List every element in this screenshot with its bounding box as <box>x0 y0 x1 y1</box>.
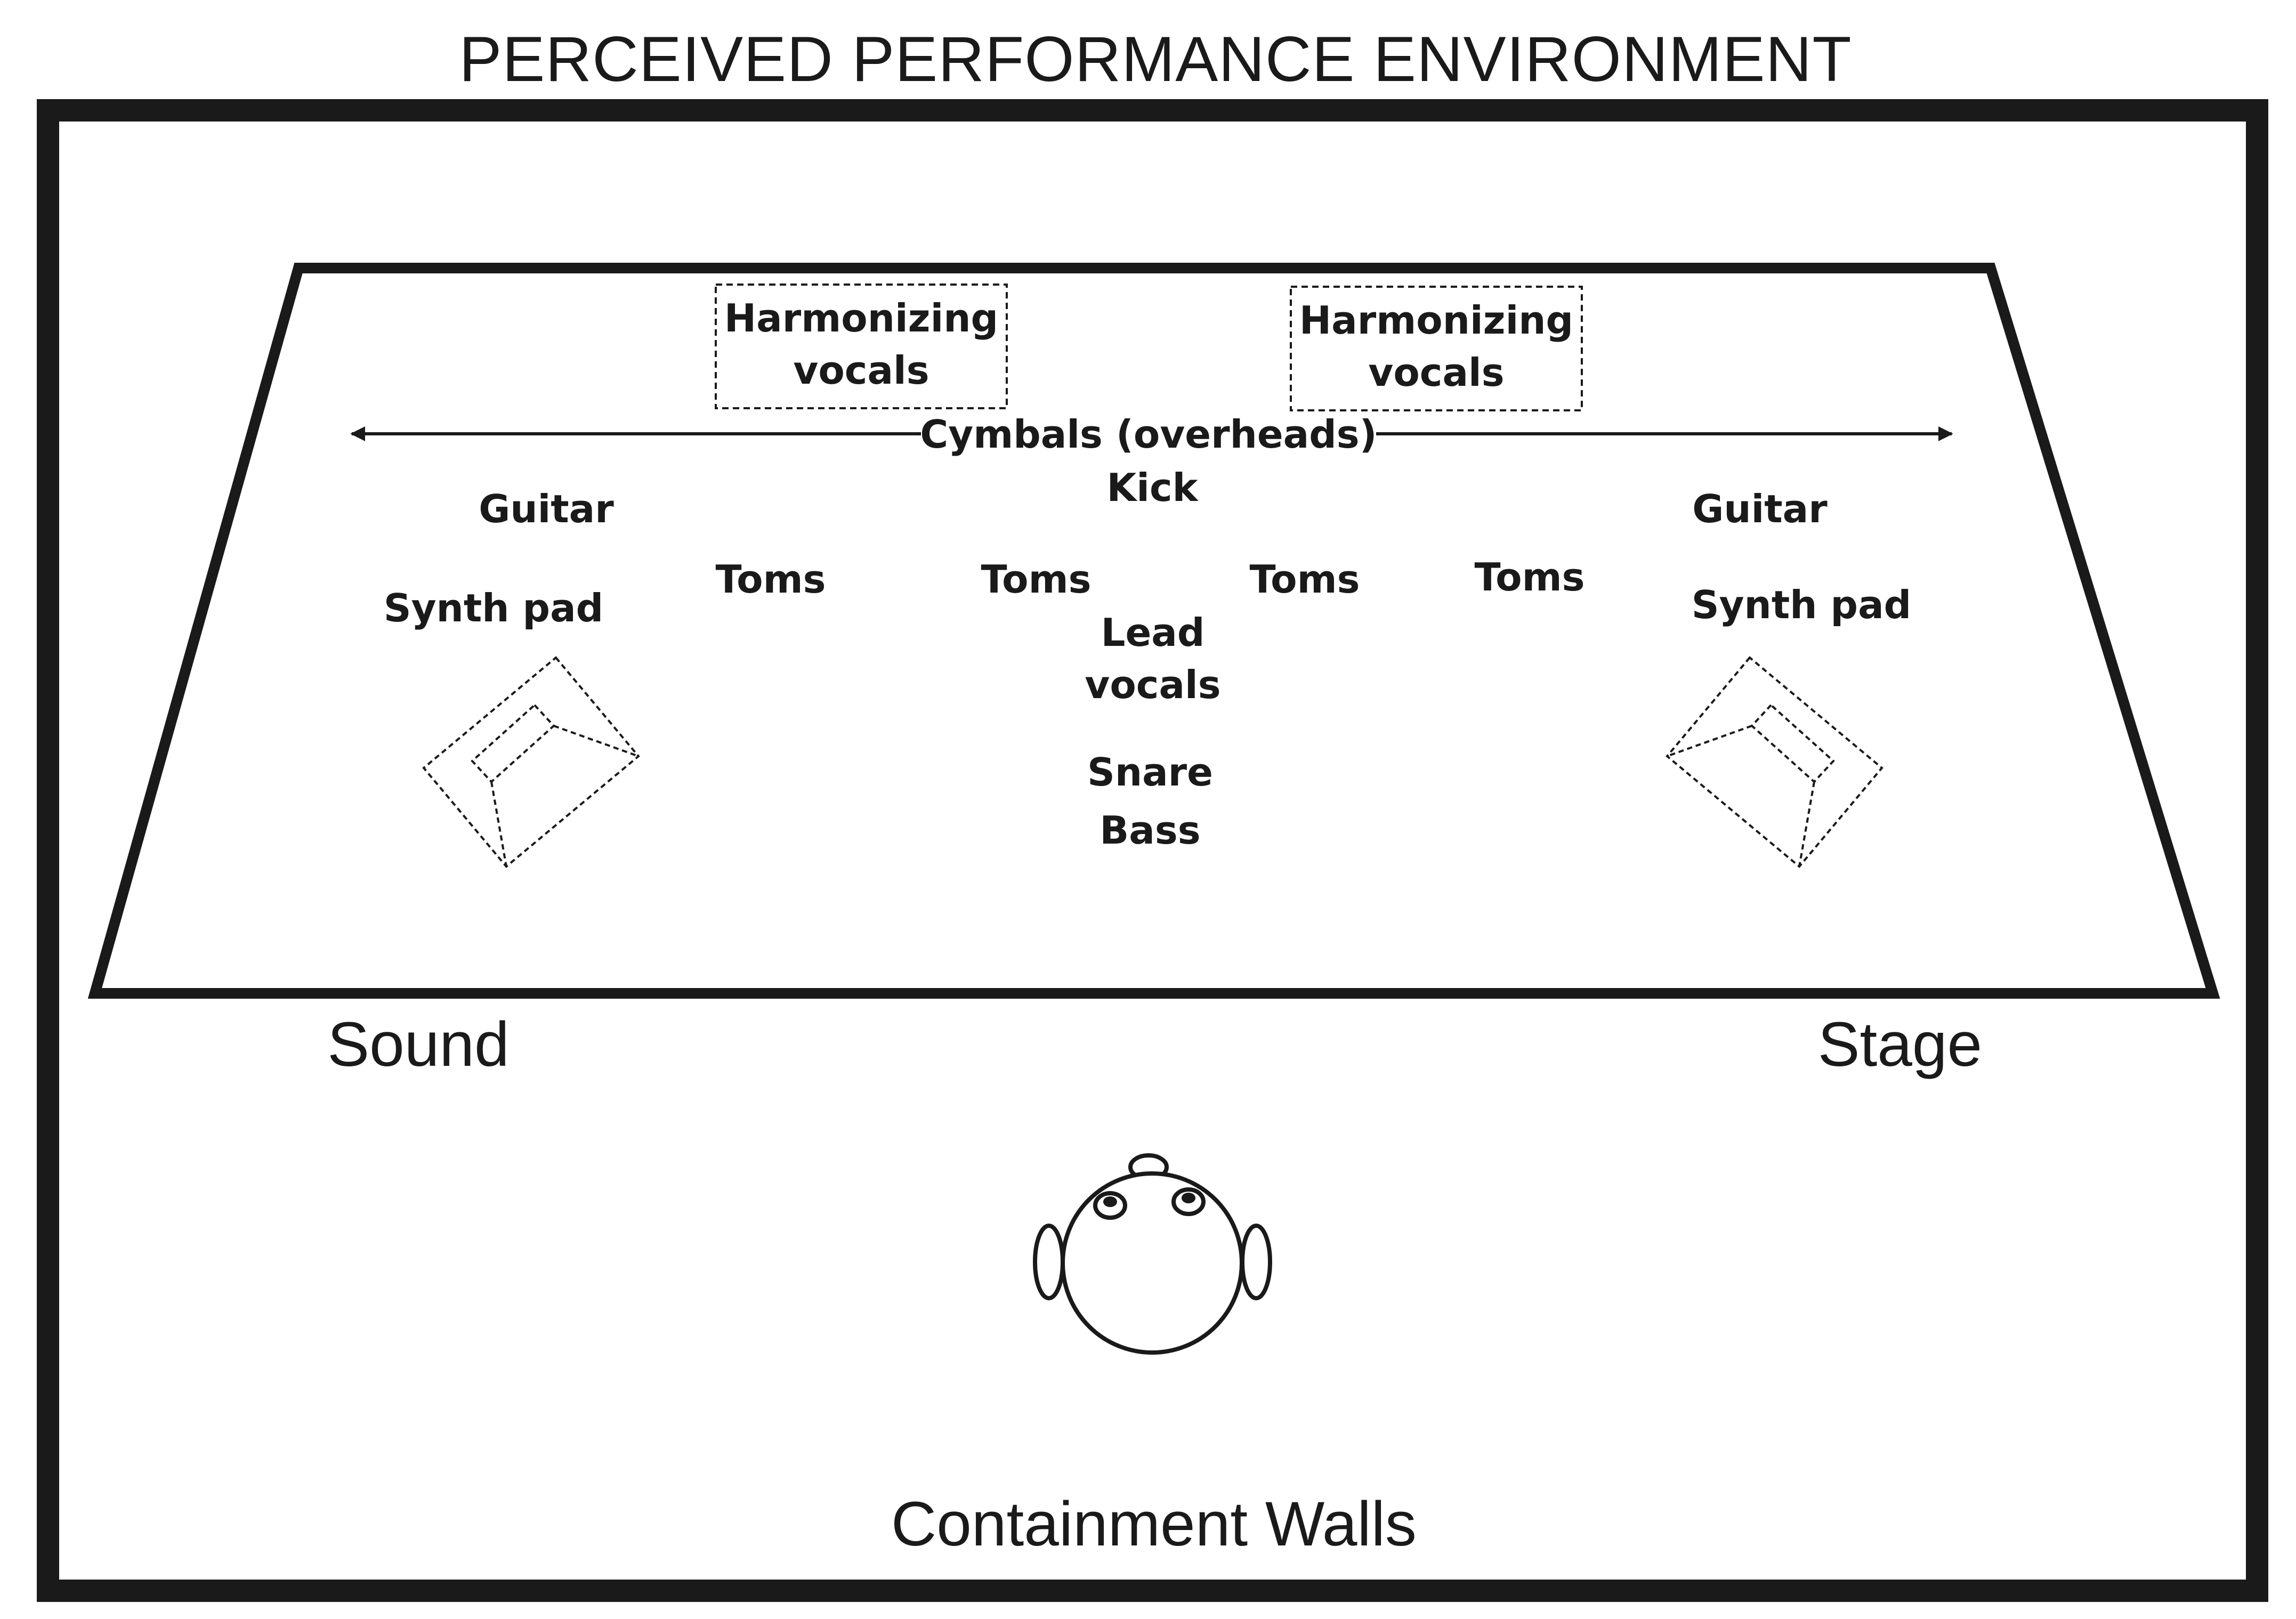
toms-label-4: Toms <box>1475 555 1585 600</box>
containment-walls-frame <box>37 99 2268 1602</box>
harmonizing-vocals-left-line1: Harmonizing <box>724 296 998 341</box>
harmonizing-vocals-right-line2: vocals <box>1368 350 1504 395</box>
guitar-right-label: Guitar <box>1692 487 1828 531</box>
stage-platform <box>87 263 2220 999</box>
cymbals-label: Cymbals (overheads) <box>920 412 1377 457</box>
harmonizing-vocals-right-line1: Harmonizing <box>1299 298 1573 343</box>
harmonizing-vocals-left-line2: vocals <box>793 348 929 393</box>
left-speaker-icon <box>422 656 640 868</box>
toms-label-1: Toms <box>716 557 826 602</box>
sound-label: Sound <box>327 1009 509 1080</box>
snare-label: Snare <box>1087 750 1213 795</box>
synth-pad-left-label: Synth pad <box>384 586 603 630</box>
listener-head-icon <box>1033 1153 1272 1355</box>
stage-label: Stage <box>1818 1009 1982 1080</box>
containment-walls-label: Containment Walls <box>891 1489 1417 1559</box>
bass-label: Bass <box>1100 808 1200 853</box>
lead-vocals-line1: Lead <box>1101 610 1205 655</box>
lead-vocals-line2: vocals <box>1085 662 1220 707</box>
toms-label-3: Toms <box>1250 557 1360 602</box>
right-speaker-icon <box>1666 656 1883 868</box>
guitar-left-label: Guitar <box>479 487 614 531</box>
synth-pad-right-label: Synth pad <box>1692 582 1911 627</box>
harmonizing-vocals-left-box <box>715 284 1008 409</box>
kick-label: Kick <box>1106 465 1199 510</box>
diagram-title: PERCEIVED PERFORMANCE ENVIRONMENT <box>459 23 1852 95</box>
harmonizing-vocals-right-box <box>1290 286 1583 411</box>
toms-label-2: Toms <box>981 557 1092 602</box>
